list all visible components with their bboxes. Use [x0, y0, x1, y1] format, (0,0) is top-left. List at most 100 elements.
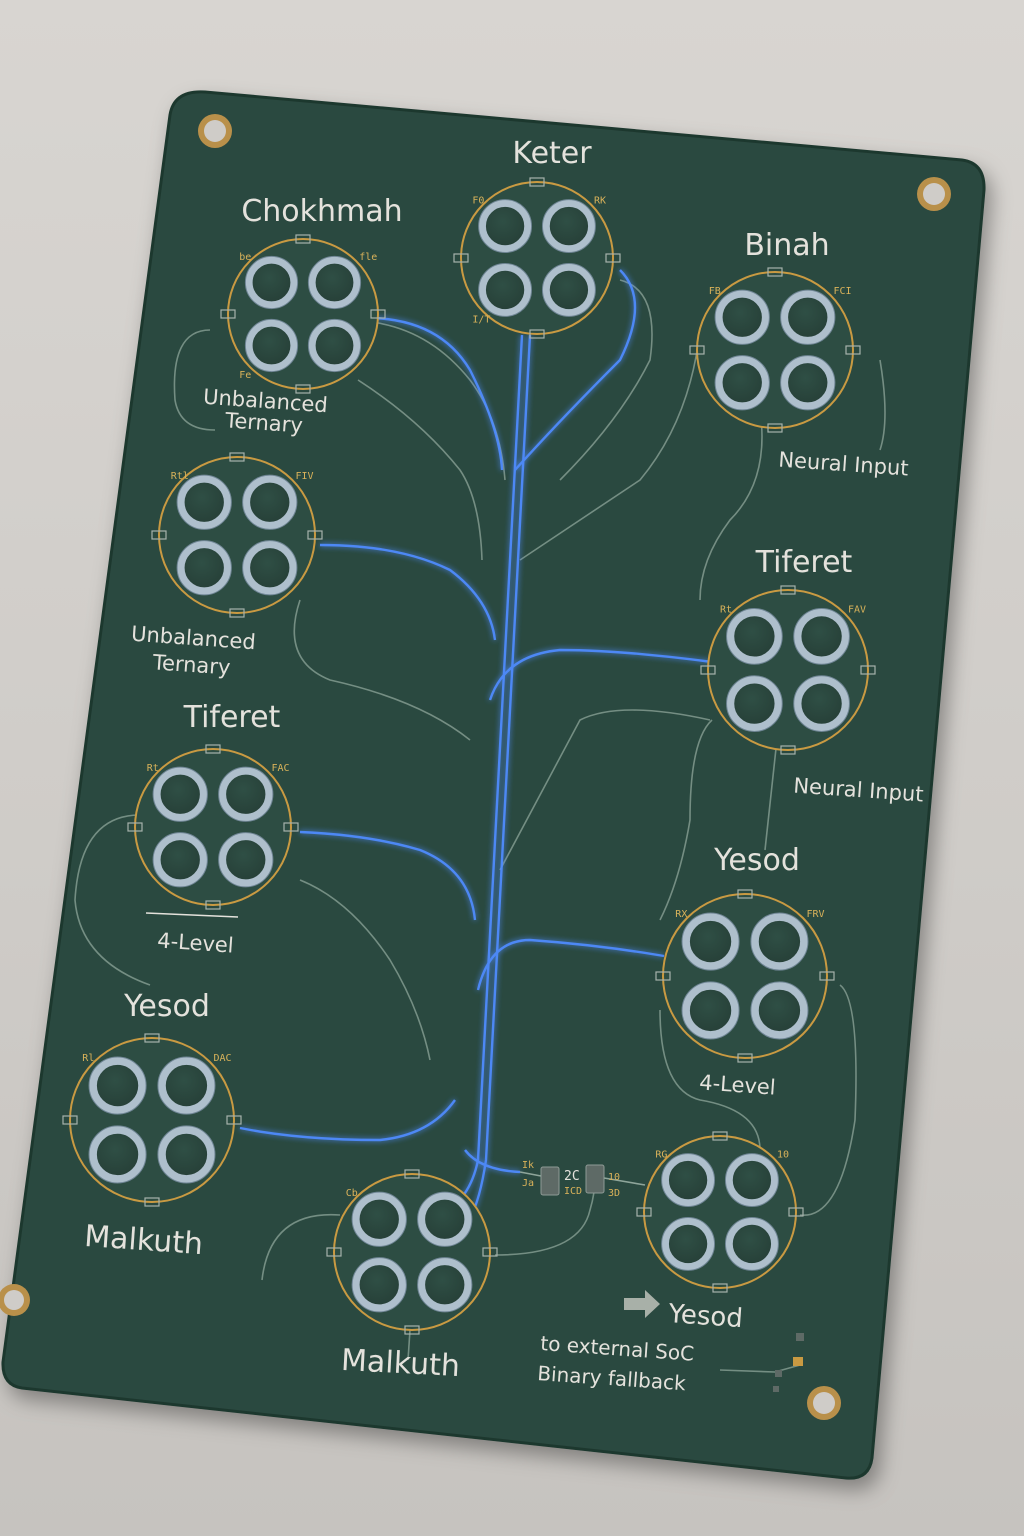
node-title-yesod-left: Yesod: [123, 989, 210, 1024]
ring-icon: [725, 1217, 779, 1271]
ring-edge: [157, 1056, 216, 1115]
edge-pad: [205, 744, 221, 754]
ring-icon: [661, 1217, 715, 1271]
edge-pad: [780, 745, 796, 755]
caption-unbalanced-left: UnbalancedTernary: [129, 622, 257, 682]
ring-icon: [793, 675, 850, 732]
mounting-hole-icon: [0, 1284, 30, 1316]
pin-label: FRV: [807, 909, 825, 920]
edge-pad: [144, 1197, 160, 1207]
ring-icon: [308, 319, 361, 372]
pin-label: I/T: [472, 315, 490, 326]
smd-resistor: [585, 1164, 605, 1194]
ring-icon: [682, 981, 740, 1039]
ring-icon: [661, 1153, 715, 1207]
ring-edge: [307, 255, 362, 310]
pcb-board: [0, 90, 986, 1480]
pin-label: DAC: [214, 1053, 232, 1064]
node-title-yesod-right: Yesod: [713, 843, 800, 878]
pin-label: FCI: [834, 286, 852, 297]
arrow-right-icon: [624, 1290, 660, 1318]
ring-edge: [724, 1216, 779, 1271]
edge-pad: [226, 1115, 242, 1125]
edge-pad: [788, 1207, 804, 1217]
ring-edge: [351, 1257, 407, 1313]
edge-pad: [780, 585, 796, 595]
ternary-node: Cb: [326, 1169, 498, 1335]
ring-edge: [724, 1153, 779, 1208]
caption-line: Ternary: [223, 408, 303, 437]
ring-icon: [726, 608, 783, 665]
ring-edge: [88, 1056, 147, 1115]
ring-edge: [780, 355, 836, 411]
mounting-hole-icon: [198, 114, 232, 148]
ring-edge: [750, 981, 809, 1040]
component-mark: 2C: [564, 1169, 580, 1184]
ring-edge: [244, 318, 299, 373]
ring-icon: [218, 767, 273, 822]
ring-icon: [157, 1057, 215, 1115]
ring-edge: [714, 289, 770, 345]
ring-icon: [542, 263, 596, 317]
edge-pad: [127, 822, 143, 832]
edge-pad: [605, 253, 621, 263]
ring-edge: [661, 1153, 716, 1208]
smd-resistor: [540, 1166, 560, 1196]
pin-label: RX: [675, 909, 687, 920]
ring-edge: [661, 1216, 716, 1271]
component-mark: Ja: [522, 1178, 534, 1189]
ring-edge: [176, 540, 232, 596]
edge-pad: [307, 530, 323, 540]
ring-icon: [793, 608, 850, 665]
ring-icon: [780, 290, 835, 345]
ring-edge: [244, 255, 299, 310]
edge-pad: [229, 608, 245, 618]
smd-pad: [775, 1370, 782, 1377]
ring-icon: [478, 263, 532, 317]
edge-pad: [529, 329, 545, 339]
pin-label: Cb: [346, 1188, 358, 1199]
ring-edge: [541, 262, 596, 317]
ring-edge: [780, 289, 836, 345]
pin-label: fle: [359, 252, 377, 263]
ring-icon: [682, 913, 740, 971]
edge-pad: [860, 665, 876, 675]
edge-pad: [767, 423, 783, 433]
ring-icon: [352, 1192, 407, 1247]
ring-icon: [242, 540, 297, 595]
ring-icon: [726, 675, 783, 732]
ring-icon: [245, 256, 298, 309]
edge-pad: [700, 665, 716, 675]
ring-edge: [218, 832, 274, 888]
edge-pad: [845, 345, 861, 355]
ring-icon: [780, 355, 835, 410]
node-labels: Keter Chokhmah Binah Tiferet Tiferet Yes…: [123, 136, 852, 1384]
smd-components: Ik Ja 2C ICD 10 3D: [519, 1160, 646, 1199]
caption-yesod-left: Malkuth: [83, 1219, 204, 1262]
edge-pad: [737, 889, 753, 899]
ring-icon: [89, 1125, 147, 1183]
edge-pad: [712, 1131, 728, 1141]
pin-label: FB: [709, 286, 721, 297]
edge-pad: [62, 1115, 78, 1125]
edge-pad: [295, 384, 311, 394]
ring-icon: [417, 1257, 472, 1312]
ring-edge: [726, 675, 783, 732]
ring-icon: [715, 355, 770, 410]
component-mark: Ik: [522, 1160, 534, 1171]
ring-icon: [542, 199, 596, 253]
node-outline: [69, 1037, 235, 1203]
pin-label: FAV: [848, 604, 866, 615]
ring-icon: [750, 981, 808, 1039]
pin-label: RG: [655, 1149, 667, 1160]
ring-icon: [242, 475, 297, 530]
ring-icon: [308, 256, 361, 309]
ring-icon: [750, 913, 808, 971]
